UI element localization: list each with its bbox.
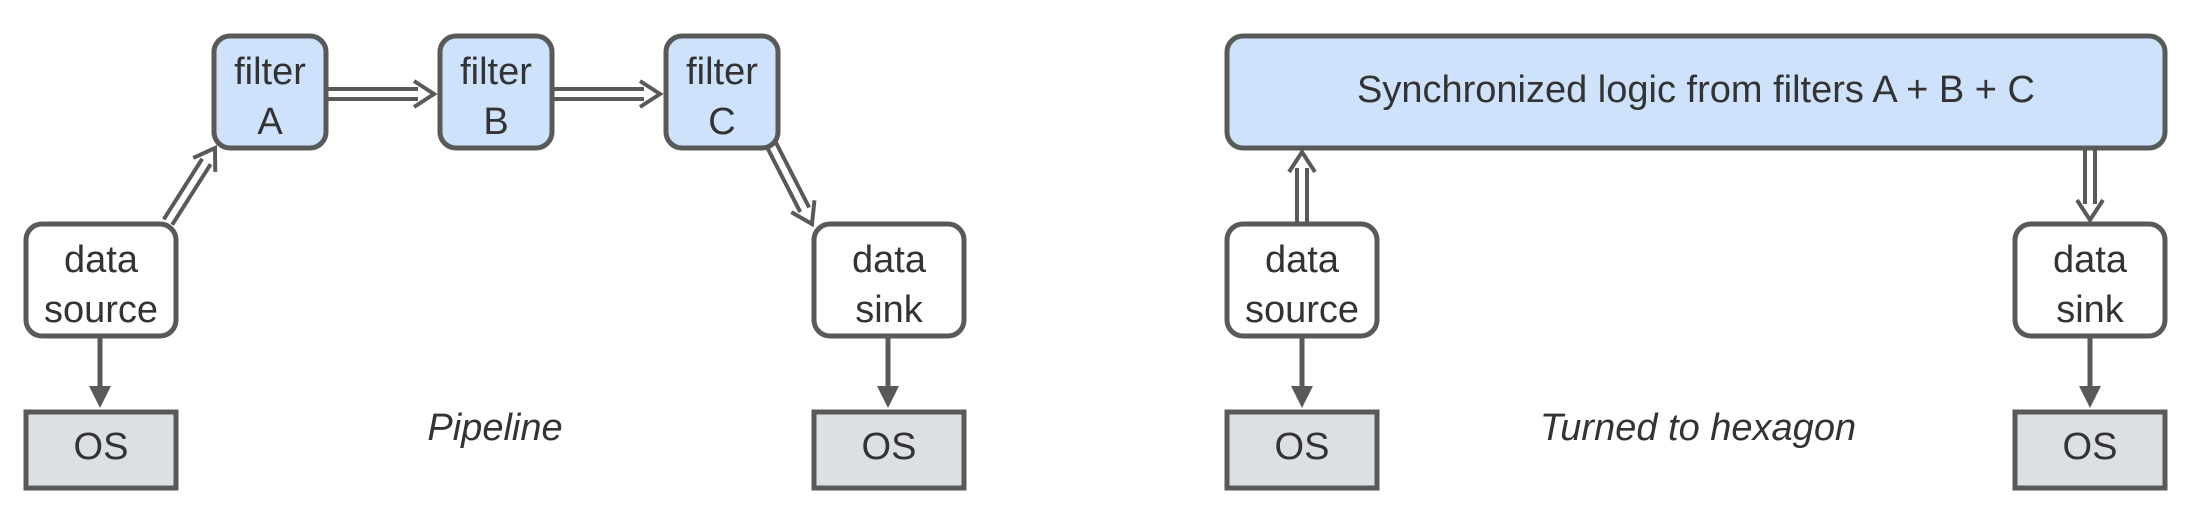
hexagon-data-source-label-line1: data — [1265, 239, 1340, 281]
hexagon-data-source-box — [1224, 221, 1380, 339]
hexagon-data-sink-label-line2: sink — [2056, 289, 2125, 331]
arrow-shaft — [170, 163, 213, 226]
filter-b-node: filter B — [437, 33, 555, 151]
arrow-head — [192, 144, 218, 172]
hexagon-os-right-box — [2012, 409, 2168, 491]
pipeline-data-source-label-line1: data — [64, 239, 139, 281]
filter-b-label-line1: filter — [460, 51, 532, 93]
arrow-shaft — [162, 157, 204, 221]
hexagon-os-left-node: OS — [1224, 409, 1380, 491]
arrow-hex-logic-to-sink — [2075, 150, 2105, 224]
pipeline-os-left-node: OS — [23, 409, 179, 491]
hexagon-data-sink-node: data sink — [2012, 221, 2168, 339]
arrow-filter-c-to-sink — [763, 138, 817, 228]
arrow-head — [877, 386, 899, 408]
arrow-head — [638, 79, 664, 109]
arrow-head — [2075, 198, 2105, 224]
hexagon-os-left-box — [1224, 409, 1380, 491]
filter-c-label-line2: C — [708, 101, 735, 143]
filter-b-label-line2: B — [483, 101, 508, 143]
arrow-shaft — [763, 143, 803, 213]
arrow-hex-sink-to-os — [2079, 338, 2101, 408]
filter-c-box — [663, 33, 781, 151]
arrow-head — [412, 79, 438, 109]
synchronized-logic-node: Synchronized logic from filters A + B + … — [1224, 33, 2168, 151]
pipeline-caption: Pipeline — [427, 407, 562, 449]
pipeline-os-right-label: OS — [862, 426, 917, 468]
filter-a-label-line2: A — [257, 101, 283, 143]
pipeline-data-source-node: data source — [23, 221, 179, 339]
hexagon-os-right-node: OS — [2012, 409, 2168, 491]
filter-c-label-line1: filter — [686, 51, 758, 93]
hexagon-data-source-label-line2: source — [1245, 289, 1359, 331]
arrow-source-to-os — [89, 338, 111, 408]
arrow-head — [1287, 148, 1317, 174]
arrow-source-to-filter-a — [162, 144, 218, 226]
synchronized-logic-box — [1224, 33, 2168, 151]
pipeline-os-left-box — [23, 409, 179, 491]
filter-a-box — [211, 33, 329, 151]
synchronized-logic-label: Synchronized logic from filters A + B + … — [1357, 69, 2035, 111]
filter-b-box — [437, 33, 555, 151]
arrow-head — [790, 200, 817, 228]
pipeline-data-source-label-line2: source — [44, 289, 158, 331]
arrow-head — [1291, 386, 1313, 408]
arrow-head — [89, 386, 111, 408]
hexagon-data-source-node: data source — [1224, 221, 1380, 339]
pipeline-os-right-box — [811, 409, 967, 491]
arrow-shaft — [772, 138, 811, 209]
pipeline-data-sink-label-line2: sink — [855, 289, 924, 331]
pipeline-data-sink-label-line1: data — [852, 239, 927, 281]
pipeline-data-sink-node: data sink — [811, 221, 967, 339]
hexagon-data-sink-label-line1: data — [2053, 239, 2128, 281]
pipeline-data-source-box — [23, 221, 179, 339]
hexagon-data-sink-box — [2012, 221, 2168, 339]
filter-c-node: filter C — [663, 33, 781, 151]
arrow-hex-source-to-os — [1291, 338, 1313, 408]
arrow-hex-source-to-logic — [1287, 148, 1317, 222]
hexagon-os-left-label: OS — [1275, 426, 1330, 468]
arrow-head — [2079, 386, 2101, 408]
arrow-filter-a-to-filter-b — [328, 79, 438, 109]
arrow-filter-b-to-filter-c — [554, 79, 664, 109]
pipeline-os-left-label: OS — [74, 426, 129, 468]
filter-a-label-line1: filter — [234, 51, 306, 93]
pipeline-os-right-node: OS — [811, 409, 967, 491]
filter-a-node: filter A — [211, 33, 329, 151]
hexagon-os-right-label: OS — [2063, 426, 2118, 468]
pipeline-data-sink-box — [811, 221, 967, 339]
hexagon-caption: Turned to hexagon — [1540, 407, 1856, 449]
arrow-sink-to-os — [877, 338, 899, 408]
